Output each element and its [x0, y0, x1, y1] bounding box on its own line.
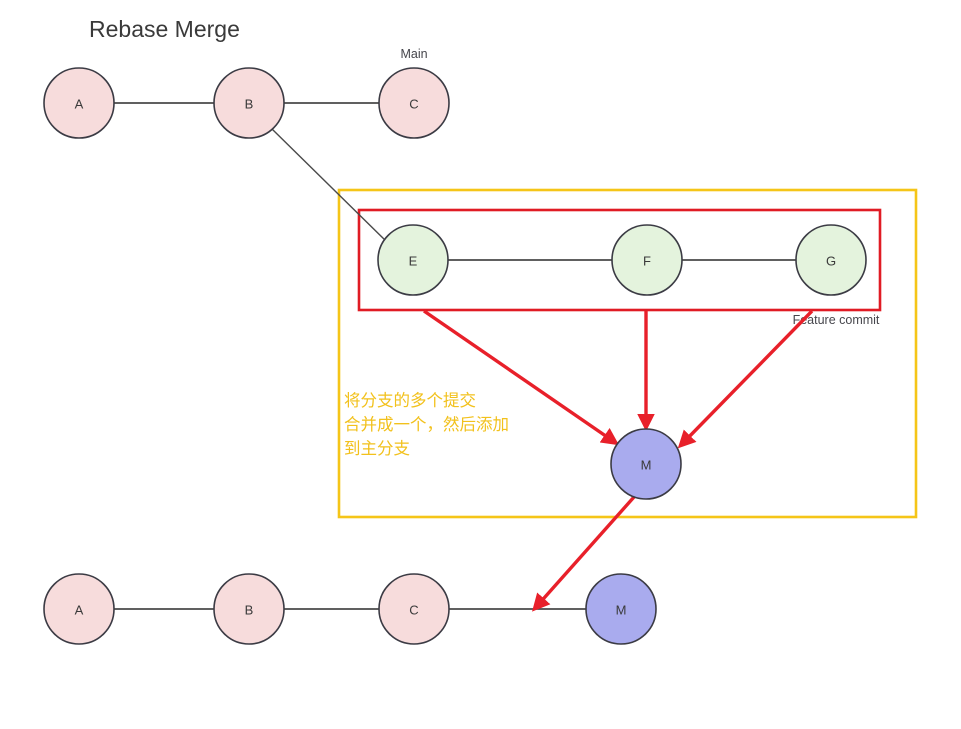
- annotation-line-3: 到主分支: [344, 439, 410, 458]
- commit-circle-e-feature[interactable]: [377, 224, 449, 296]
- main-branch-before: A B C: [43, 67, 450, 139]
- annotation-note: 将分支的多个提交 合并成一个，然后添加 到主分支: [344, 391, 509, 458]
- commit-node-c-top[interactable]: C: [378, 67, 450, 139]
- commit-circle-m-squash[interactable]: [610, 428, 682, 500]
- commit-nodes: A B C E F G M A B C M: [43, 67, 867, 645]
- commit-circle-f-feature[interactable]: [611, 224, 683, 296]
- commit-circle-c-bottom[interactable]: [378, 573, 450, 645]
- commit-circle-a-bottom[interactable]: [43, 573, 115, 645]
- commit-node-f-feature[interactable]: F: [611, 224, 683, 296]
- outer-group-box: [337, 188, 918, 519]
- commit-circle-a-top[interactable]: [43, 67, 115, 139]
- static-layer: Rebase Merge Main Feature commit: [89, 16, 880, 327]
- commit-node-e-feature[interactable]: E: [377, 224, 449, 296]
- commit-circle-b-bottom[interactable]: [213, 573, 285, 645]
- feature-highlight-box: [357, 208, 882, 312]
- commit-circle-b-top[interactable]: [213, 67, 285, 139]
- squashed-commit: M: [610, 428, 682, 500]
- commit-node-a-top[interactable]: A: [43, 67, 115, 139]
- commit-node-b-top[interactable]: B: [213, 67, 285, 139]
- annotation-line-2: 合并成一个，然后添加: [344, 415, 509, 434]
- feature-commit-label: Feature commit: [793, 313, 880, 327]
- commit-circle-m-bottom[interactable]: [585, 573, 657, 645]
- commit-node-m-bottom[interactable]: M: [585, 573, 657, 645]
- arrow-g-to-merge: [677, 309, 814, 449]
- commit-circle-g-feature[interactable]: [795, 224, 867, 296]
- commit-node-a-bottom[interactable]: A: [43, 573, 115, 645]
- squash-arrows: [423, 309, 814, 612]
- commit-node-g-feature[interactable]: G: [795, 224, 867, 296]
- commit-node-c-bottom[interactable]: C: [378, 573, 450, 645]
- commit-node-m-squash[interactable]: M: [610, 428, 682, 500]
- arrow-merge-to-main: [532, 495, 636, 612]
- group-boxes: [337, 188, 918, 519]
- arrow-e-to-merge: [423, 309, 620, 446]
- page-title: Rebase Merge: [89, 16, 240, 42]
- commit-node-b-bottom[interactable]: B: [213, 573, 285, 645]
- commit-edges: [114, 102, 796, 610]
- main-branch-label: Main: [400, 47, 427, 61]
- commit-circle-c-top[interactable]: [378, 67, 450, 139]
- branch-fork-line: [271, 128, 390, 245]
- annotation-line-1: 将分支的多个提交: [344, 391, 476, 410]
